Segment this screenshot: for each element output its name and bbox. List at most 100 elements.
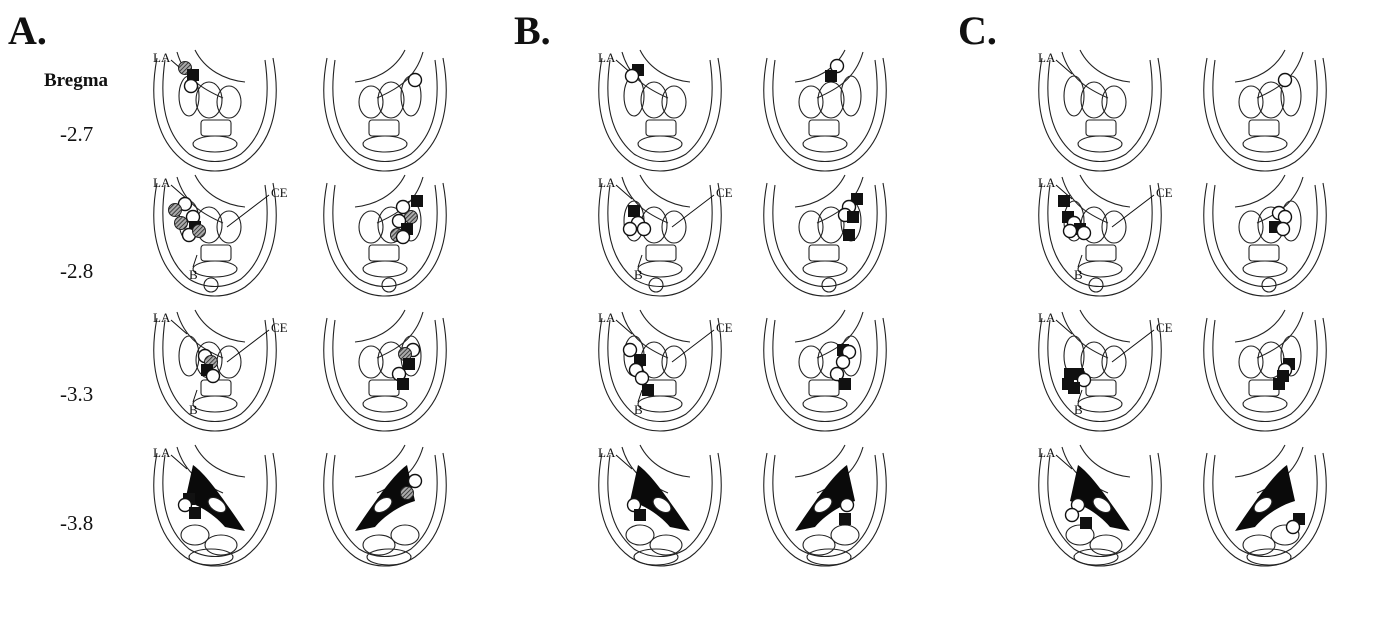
capsule-line [355,50,405,82]
labels-p3-r3: LACEB [1038,310,1173,417]
nucleus [799,86,823,118]
section-inner-outline [608,185,712,287]
nucleus [367,549,411,565]
section-inner-outline [333,60,437,162]
nucleus [807,549,851,565]
section-outline [1204,318,1326,431]
label-b: B [189,267,198,282]
label-ce: CE [271,185,288,200]
capsule-line [355,175,405,207]
capsule-line [795,310,845,342]
capsule-line [195,310,245,342]
nucleus [638,136,682,152]
nucleus [1086,245,1116,261]
leader-ce [672,195,714,227]
nucleus [1078,396,1122,412]
nucleus [650,535,682,555]
nucleus [1078,136,1122,152]
section-outline [1039,58,1161,171]
capsule-line [195,445,245,477]
open-circle-marker [185,80,198,93]
labels-p3-r2: LACEB [1038,175,1173,282]
nucleus [1243,535,1275,555]
section-p2-r2-right [764,175,886,296]
label-b: B [634,267,643,282]
section-p3-r3-right [1204,310,1326,431]
nucleus [205,535,237,555]
nucleus [201,245,231,261]
leader-ce [227,330,269,362]
leader-ce [672,330,714,362]
label-la: LA [153,175,171,190]
bregma-level-2: -2.8 [60,259,93,283]
open-circle-marker [409,74,422,87]
nucleus [803,396,847,412]
nucleus [809,245,839,261]
nucleus [217,86,241,118]
section-outline [324,58,446,171]
nucleus [641,82,667,118]
capsule-line [1080,445,1130,477]
filled-square-marker [1273,378,1285,390]
filled-square-marker [1058,195,1070,207]
nucleus [1239,211,1263,243]
nucleus [638,396,682,412]
hatched-marker [175,217,188,230]
filled-square-marker [411,195,423,207]
capsule-line [1235,50,1285,82]
labels-p1-r2: LA CE B [153,175,288,282]
nucleus [369,245,399,261]
nucleus [1239,86,1263,118]
leader-la [1056,320,1072,334]
nucleus [638,261,682,277]
label-la: LA [153,310,171,325]
label-b: B [1074,267,1083,282]
nucleus [217,346,241,378]
hatched-marker [193,225,206,238]
open-circle-marker [397,231,410,244]
capsule-line [1080,310,1130,342]
nucleus [189,549,233,565]
capsule-line [1080,175,1130,207]
section-inner-outline [1048,320,1152,422]
nucleus [193,136,237,152]
leader-la [616,185,632,199]
open-circle-marker [1066,509,1079,522]
filled-square-marker [839,378,851,390]
filled-square-marker [847,211,859,223]
nucleus [626,525,654,545]
open-circle-marker [1064,225,1077,238]
capsule-line [195,50,245,82]
label-ce: CE [1156,185,1173,200]
leader-ce [1112,195,1154,227]
label-la: LA [1038,445,1056,460]
nucleus [378,82,404,118]
nucleus [1081,342,1107,378]
label-la: LA [598,445,616,460]
nucleus [359,346,383,378]
nucleus [181,525,209,545]
nucleus [1243,261,1287,277]
section-p3-r4-left [1039,445,1161,566]
section-p2-r3-right [764,310,886,431]
nucleus [363,535,395,555]
nucleus [649,278,663,292]
nucleus [799,346,823,378]
capsule-line [640,50,690,82]
nucleus [803,136,847,152]
section-p1-r4-right [324,445,446,566]
leader-ce [1112,330,1154,362]
section-p3-r3-left [1039,310,1161,431]
section-inner-outline [163,60,267,162]
bregma-level-3: -3.3 [60,382,93,406]
nucleus [193,261,237,277]
section-outline [599,58,721,171]
capsule-line [1235,175,1285,207]
filled-square-marker [403,358,415,370]
label-ce: CE [716,320,733,335]
label-la: LA [153,445,171,460]
nucleus [201,120,231,136]
nucleus [1078,261,1122,277]
open-circle-marker [636,372,649,385]
